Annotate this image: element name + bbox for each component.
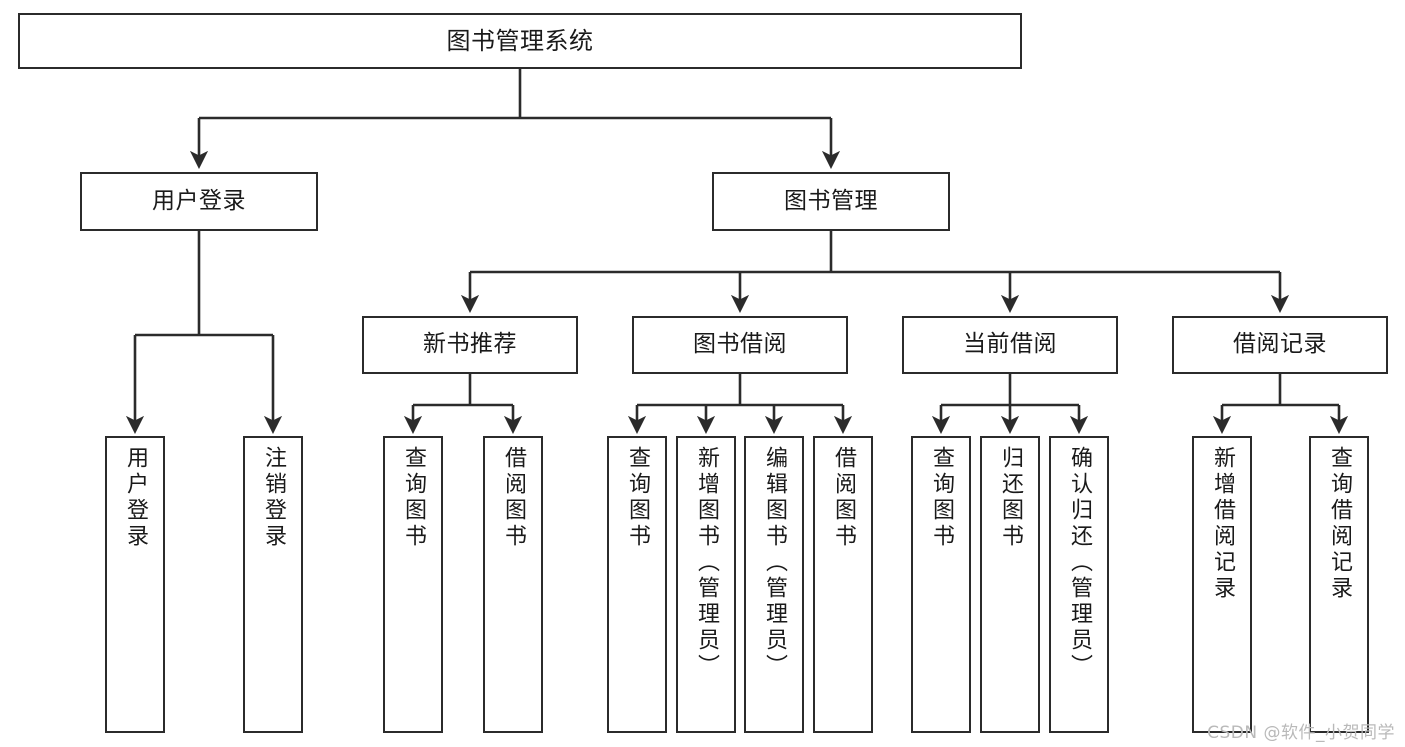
node-new-book-recommend-label: 新书推荐 <box>423 331 517 358</box>
node-leaf-borrow-book-1[interactable]: 借阅图书 <box>483 436 543 733</box>
node-user-login-label: 用户登录 <box>152 187 246 214</box>
node-user-login[interactable]: 用户登录 <box>80 172 318 231</box>
node-leaf-query-record[interactable]: 查询借阅记录 <box>1309 436 1369 733</box>
node-current-borrow[interactable]: 当前借阅 <box>902 316 1118 374</box>
node-book-manage-label: 图书管理 <box>784 187 878 214</box>
node-leaf-return-book[interactable]: 归还图书 <box>980 436 1040 733</box>
node-leaf-edit-book[interactable]: 编辑图书（管理员） <box>744 436 804 733</box>
node-leaf-user-login-label: 用户登录 <box>123 446 148 550</box>
node-leaf-add-book[interactable]: 新增图书（管理员） <box>676 436 736 733</box>
node-book-manage[interactable]: 图书管理 <box>712 172 950 231</box>
node-leaf-borrow-book-1-label: 借阅图书 <box>501 446 526 550</box>
node-leaf-add-record[interactable]: 新增借阅记录 <box>1192 436 1252 733</box>
node-leaf-confirm-return[interactable]: 确认归还（管理员） <box>1049 436 1109 733</box>
node-book-borrow[interactable]: 图书借阅 <box>632 316 848 374</box>
node-leaf-borrow-book-2[interactable]: 借阅图书 <box>813 436 873 733</box>
node-leaf-add-record-label: 新增借阅记录 <box>1210 446 1235 602</box>
node-leaf-return-book-label: 归还图书 <box>998 446 1023 550</box>
node-borrow-record-label: 借阅记录 <box>1233 331 1327 358</box>
node-leaf-logout-login[interactable]: 注销登录 <box>243 436 303 733</box>
node-leaf-query-book-1[interactable]: 查询图书 <box>383 436 443 733</box>
node-leaf-add-book-label: 新增图书（管理员） <box>694 446 719 680</box>
node-book-borrow-label: 图书借阅 <box>693 331 787 358</box>
node-leaf-query-book-3-label: 查询图书 <box>929 446 954 550</box>
node-root-label: 图书管理系统 <box>446 26 594 55</box>
node-leaf-query-record-label: 查询借阅记录 <box>1327 446 1352 602</box>
node-leaf-query-book-3[interactable]: 查询图书 <box>911 436 971 733</box>
node-leaf-logout-login-label: 注销登录 <box>261 446 286 550</box>
node-borrow-record[interactable]: 借阅记录 <box>1172 316 1388 374</box>
node-leaf-query-book-2-label: 查询图书 <box>625 446 650 550</box>
node-leaf-borrow-book-2-label: 借阅图书 <box>831 446 856 550</box>
node-root[interactable]: 图书管理系统 <box>18 13 1022 69</box>
node-leaf-query-book-2[interactable]: 查询图书 <box>607 436 667 733</box>
node-leaf-edit-book-label: 编辑图书（管理员） <box>762 446 787 680</box>
node-leaf-query-book-1-label: 查询图书 <box>401 446 426 550</box>
node-new-book-recommend[interactable]: 新书推荐 <box>362 316 578 374</box>
node-leaf-user-login[interactable]: 用户登录 <box>105 436 165 733</box>
node-current-borrow-label: 当前借阅 <box>963 331 1057 358</box>
node-leaf-confirm-return-label: 确认归还（管理员） <box>1067 446 1092 680</box>
